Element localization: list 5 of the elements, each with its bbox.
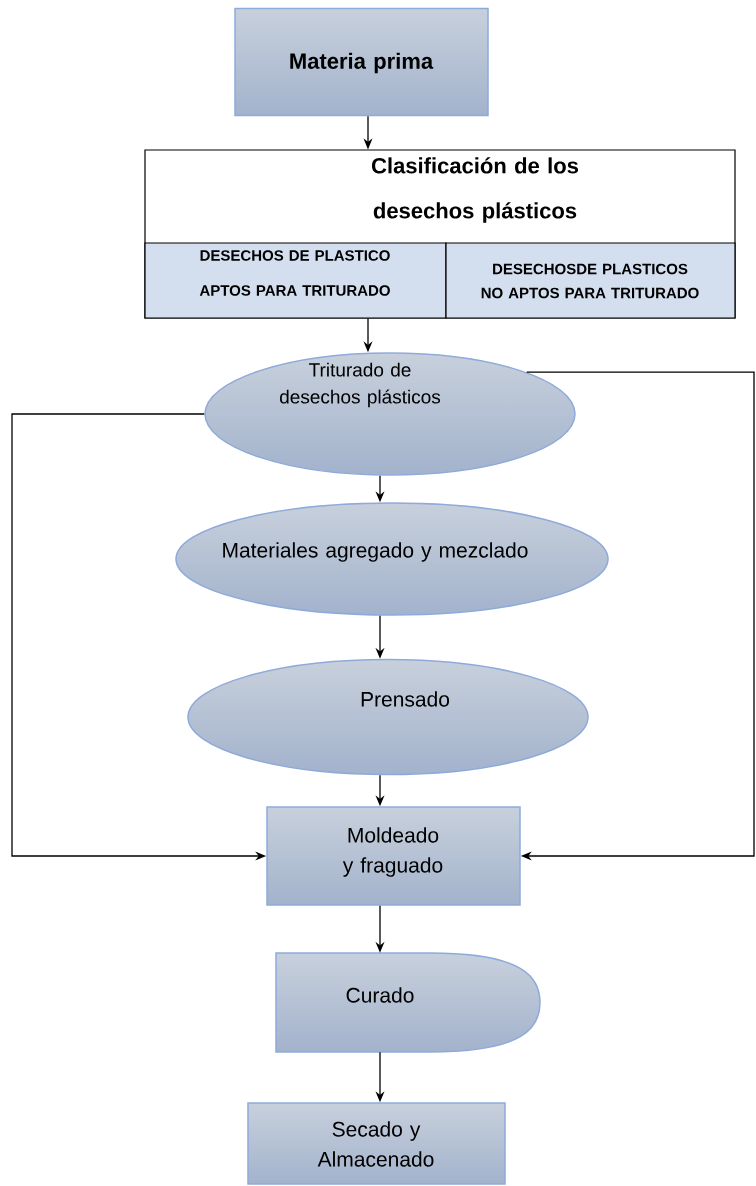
table-cell: DESECHOS DE PLASTICO APTOS PARA TRITURADO	[144, 242, 447, 319]
process-box: Materia prima	[234, 7, 489, 117]
table-cell: DESECHOSDE PLASTICOS NO APTOS PARA TRITURADO	[445, 242, 736, 319]
process-box: Moldeado y fraguado	[266, 806, 521, 906]
process-box: Secado y Almacenado	[247, 1102, 506, 1185]
